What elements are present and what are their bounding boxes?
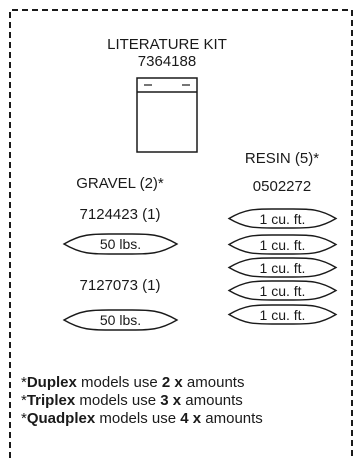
gravel-title: GRAVEL (2)* xyxy=(76,175,164,192)
note-text: amounts xyxy=(181,392,243,409)
literature-kit-booklet-icon xyxy=(136,77,198,153)
gravel-bag-1: 50 lbs. xyxy=(62,233,179,255)
gravel-part-number-1: 7124423 (1) xyxy=(79,206,161,223)
gravel-part-number-2: 7127073 (1) xyxy=(79,277,161,294)
resin-bag-label: 1 cu. ft. xyxy=(259,282,306,299)
note-text: amounts xyxy=(182,374,245,391)
resin-title: RESIN (5)* xyxy=(244,150,320,167)
note-asterisk: * xyxy=(21,374,27,391)
resin-bag-label: 1 cu. ft. xyxy=(259,236,306,253)
note-text: models use xyxy=(75,392,161,409)
note-text: models use xyxy=(76,374,162,391)
literature-kit-part-number: 7364188 xyxy=(137,53,197,70)
resin-bag: 1 cu. ft. xyxy=(227,304,338,325)
resin-bag-label: 1 cu. ft. xyxy=(259,306,306,323)
resin-part-number: 0502272 xyxy=(252,178,312,195)
note-amount: 3 x xyxy=(160,392,182,409)
literature-kit-title: LITERATURE KIT xyxy=(107,36,227,53)
gravel-bag-label-1: 50 lbs. xyxy=(99,236,142,252)
resin-bag: 1 cu. ft. xyxy=(227,280,338,301)
resin-bag: 1 cu. ft. xyxy=(227,257,338,278)
note-quadplex: *Quadplex models use 4 x amounts xyxy=(21,410,263,428)
resin-bag-label: 1 cu. ft. xyxy=(259,259,306,276)
note-amount: 2 x xyxy=(161,374,183,391)
note-text: amounts xyxy=(201,410,263,427)
resin-bag-label: 1 cu. ft. xyxy=(259,210,306,227)
note-model: Triplex xyxy=(26,392,76,409)
note-asterisk: * xyxy=(21,392,27,409)
resin-bag: 1 cu. ft. xyxy=(227,208,338,229)
notes: *Duplex models use 2 x amounts *Triplex … xyxy=(21,374,263,428)
resin-bag: 1 cu. ft. xyxy=(227,234,338,255)
note-model: Quadplex xyxy=(26,410,96,427)
note-triplex: *Triplex models use 3 x amounts xyxy=(21,392,263,410)
gravel-bag-label-2: 50 lbs. xyxy=(99,312,142,328)
note-duplex: *Duplex models use 2 x amounts xyxy=(21,374,263,392)
note-asterisk: * xyxy=(21,410,27,427)
note-amount: 4 x xyxy=(180,410,202,427)
gravel-bag-2: 50 lbs. xyxy=(62,309,179,331)
note-text: models use xyxy=(95,410,181,427)
note-model: Duplex xyxy=(26,374,77,391)
